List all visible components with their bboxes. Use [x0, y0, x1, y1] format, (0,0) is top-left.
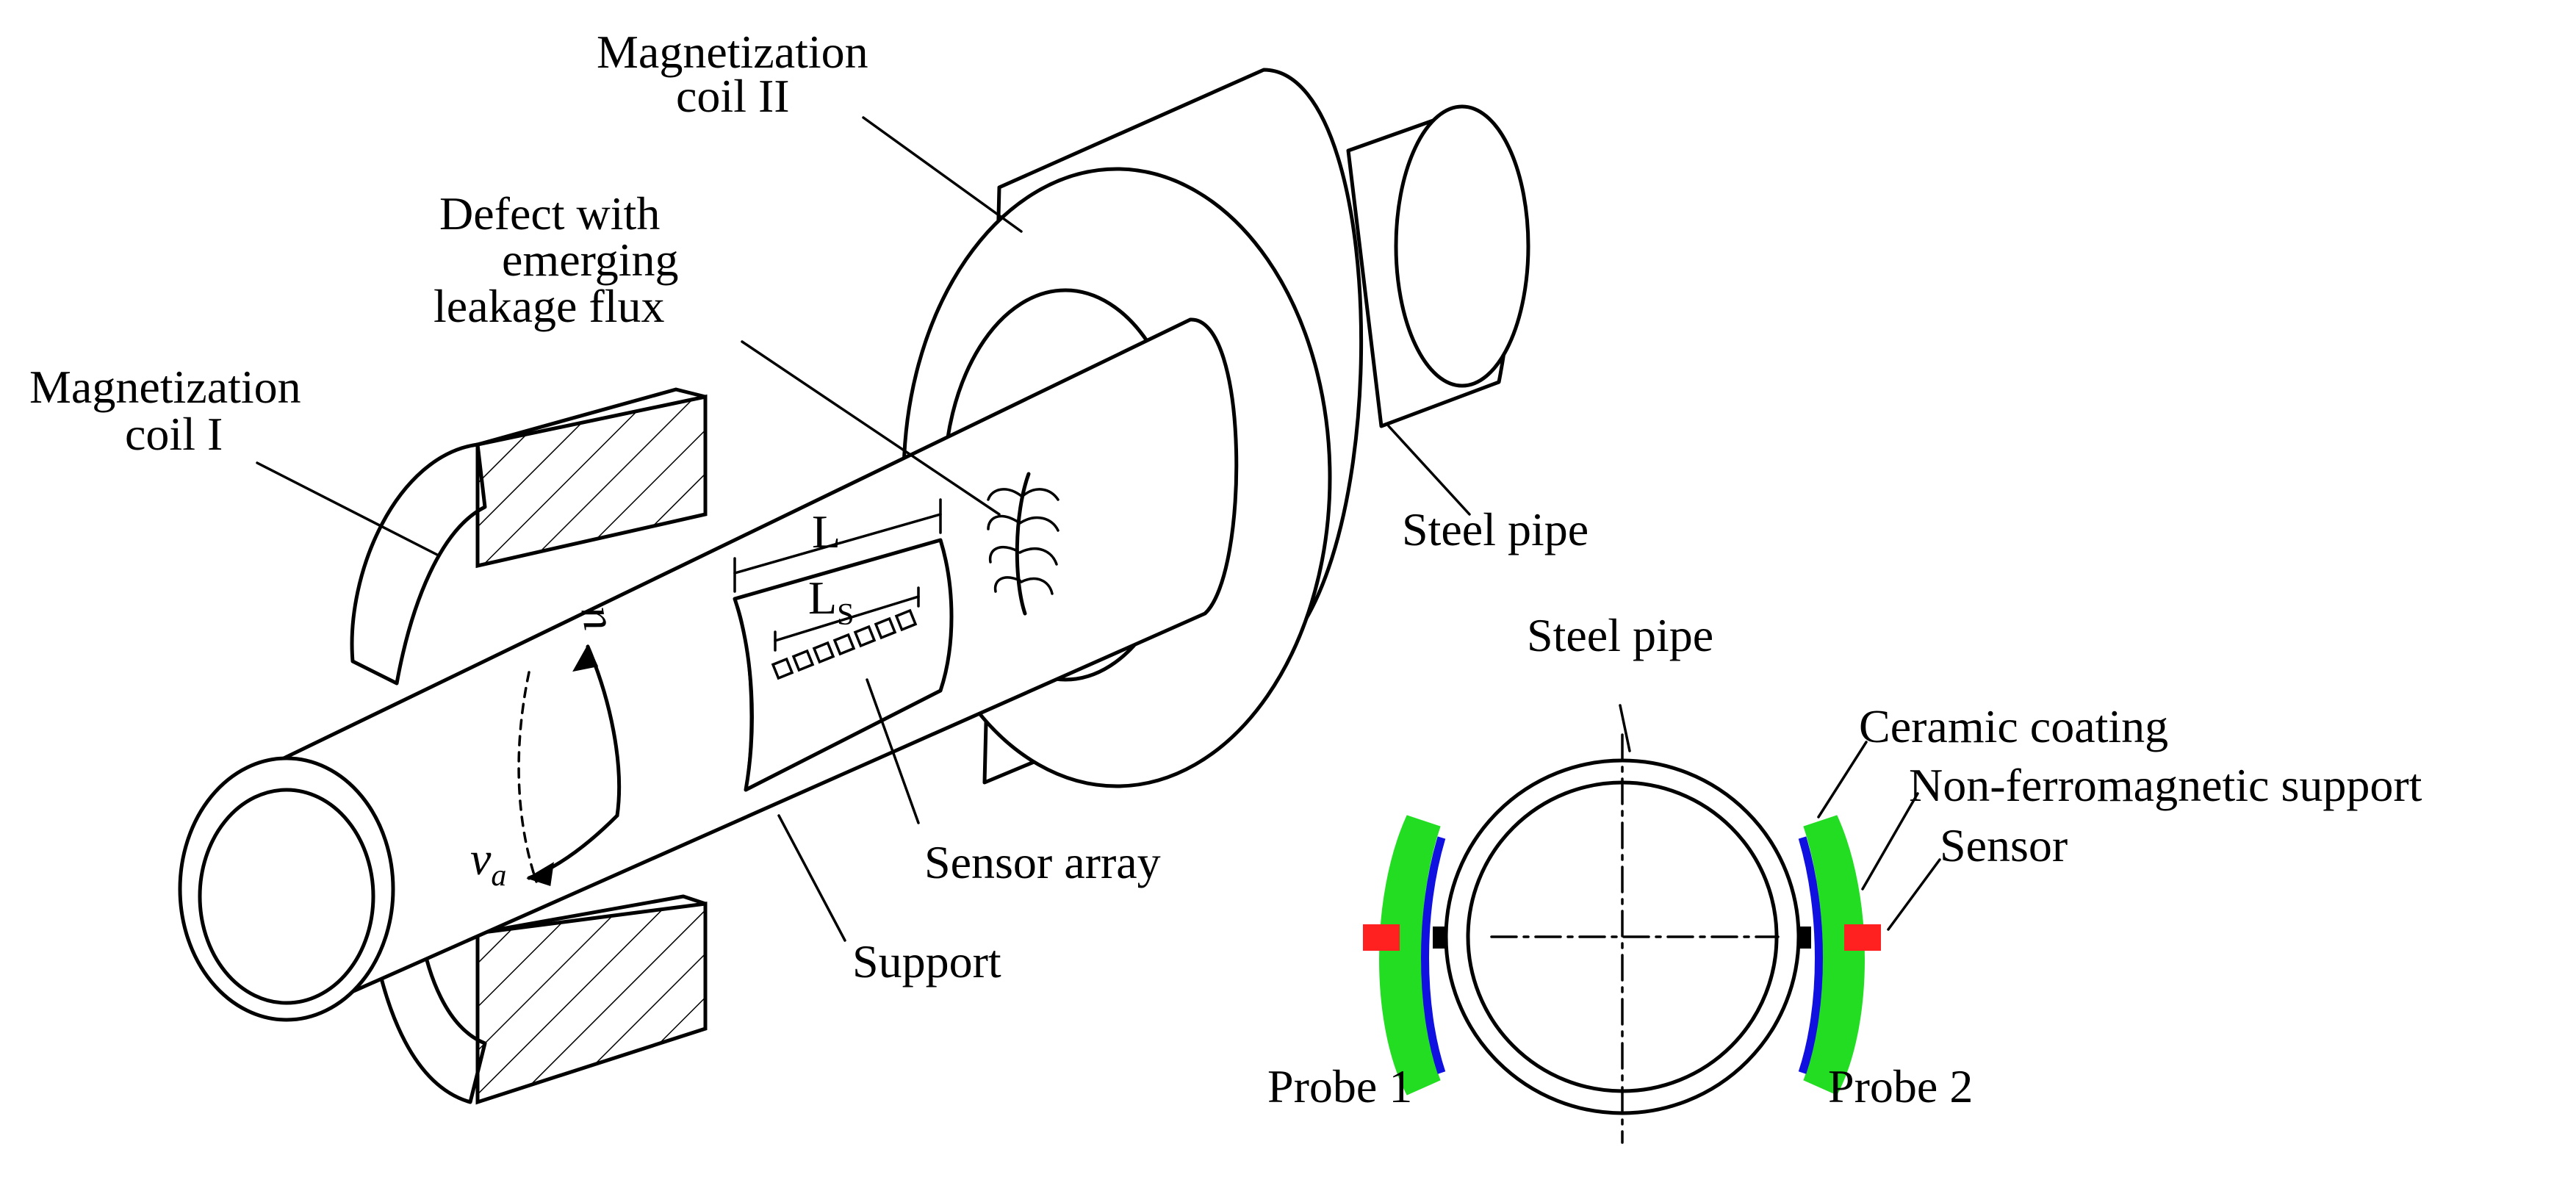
probe-1-label: Probe 1 — [1267, 1060, 1412, 1112]
cs-steel-pipe-label: Steel pipe — [1527, 609, 1713, 661]
steel-pipe-main — [178, 317, 1239, 1022]
ceramic-coating-left — [1421, 836, 1446, 1074]
defect-label-line2: emerging — [502, 234, 679, 286]
magnetization-coil-1 — [350, 387, 708, 1105]
coil-1-label-line2: coil I — [125, 408, 223, 460]
dimension-Ls — [774, 586, 920, 652]
dimension-L — [733, 498, 942, 593]
steel-pipe-label: Steel pipe — [1402, 503, 1589, 555]
defect-label-line3: leakage flux — [433, 280, 665, 332]
coil-2-label-line2: coil II — [676, 70, 790, 122]
ceramic-coating-right — [1798, 836, 1823, 1074]
sensor-right — [1844, 924, 1881, 951]
sensor-array — [771, 608, 918, 680]
dimension-Ls-label: LS — [808, 572, 854, 632]
sensor-element-left — [1433, 927, 1446, 949]
sensor-array-label: Sensor array — [924, 836, 1161, 888]
leader-lines — [256, 116, 1471, 942]
probe-2-label: Probe 2 — [1828, 1060, 1973, 1112]
coil-2-label: Magnetization — [597, 26, 868, 78]
defect-leakage-flux — [987, 472, 1059, 616]
ceramic-coating-label: Ceramic coating — [1859, 700, 2168, 752]
non-ferromagnetic-support-label: Non-ferromagnetic support — [1909, 759, 2422, 811]
motion-arrows — [517, 644, 622, 886]
sensor-left — [1363, 924, 1400, 951]
velocity-label: va — [470, 832, 506, 893]
probe-support — [733, 498, 954, 792]
dimension-L-label: L — [812, 506, 841, 558]
sensor-element-right — [1798, 927, 1811, 949]
sensor-label: Sensor — [1940, 819, 2068, 871]
support-right — [1803, 815, 1865, 1096]
support-label: Support — [852, 935, 1001, 987]
coil-1-label: Magnetization — [29, 361, 301, 413]
steel-pipe-far-end — [1346, 104, 1530, 428]
support-left — [1379, 815, 1441, 1096]
pipe-assembly — [178, 68, 1530, 1105]
defect-label: Defect with — [439, 187, 660, 240]
cross-section — [1363, 704, 1941, 1144]
